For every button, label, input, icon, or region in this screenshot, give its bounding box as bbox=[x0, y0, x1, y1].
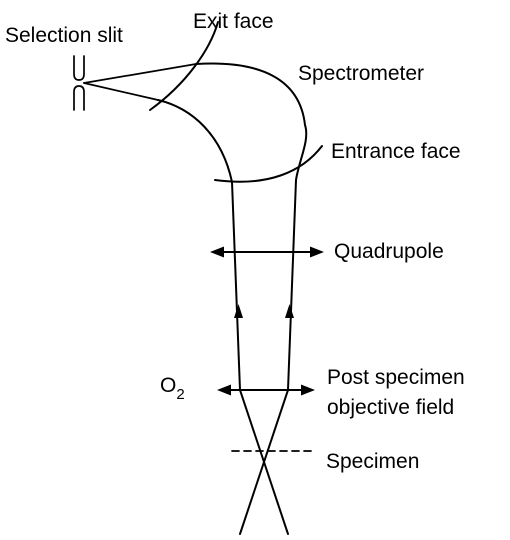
beam-ray-upper bbox=[83, 63, 197, 84]
post-specimen-label-line1: Post specimen bbox=[327, 366, 465, 389]
specimen-label: Specimen bbox=[326, 450, 419, 473]
selection-slit bbox=[73, 55, 85, 111]
selection-slit-label: Selection slit bbox=[5, 24, 123, 47]
ray-arrow-right bbox=[285, 304, 294, 318]
spectrometer-label: Spectrometer bbox=[298, 62, 424, 85]
beam-ray-left bbox=[231, 181, 241, 391]
o2-label-main: O bbox=[160, 374, 176, 397]
post-specimen-label-line2: objective field bbox=[327, 396, 454, 419]
quadrupole-label: Quadrupole bbox=[334, 240, 444, 263]
o2-label-subscript: 2 bbox=[176, 386, 184, 403]
o2-label: O2 bbox=[160, 374, 185, 403]
spectrometer-outer-boundary bbox=[195, 62, 308, 181]
quadrupole-lens-arrow bbox=[210, 246, 324, 258]
crossover-ray-b bbox=[239, 389, 289, 535]
exit-face-label: Exit face bbox=[193, 10, 274, 33]
beam-ray-right bbox=[287, 179, 297, 391]
exit-face-curve bbox=[149, 21, 219, 111]
ray-arrow-left bbox=[234, 304, 243, 318]
entrance-face-label: Entrance face bbox=[331, 140, 461, 163]
beam-ray-lower bbox=[83, 82, 159, 101]
spectrometer-inner-boundary bbox=[157, 99, 233, 183]
o2-lens-arrow bbox=[217, 384, 315, 396]
